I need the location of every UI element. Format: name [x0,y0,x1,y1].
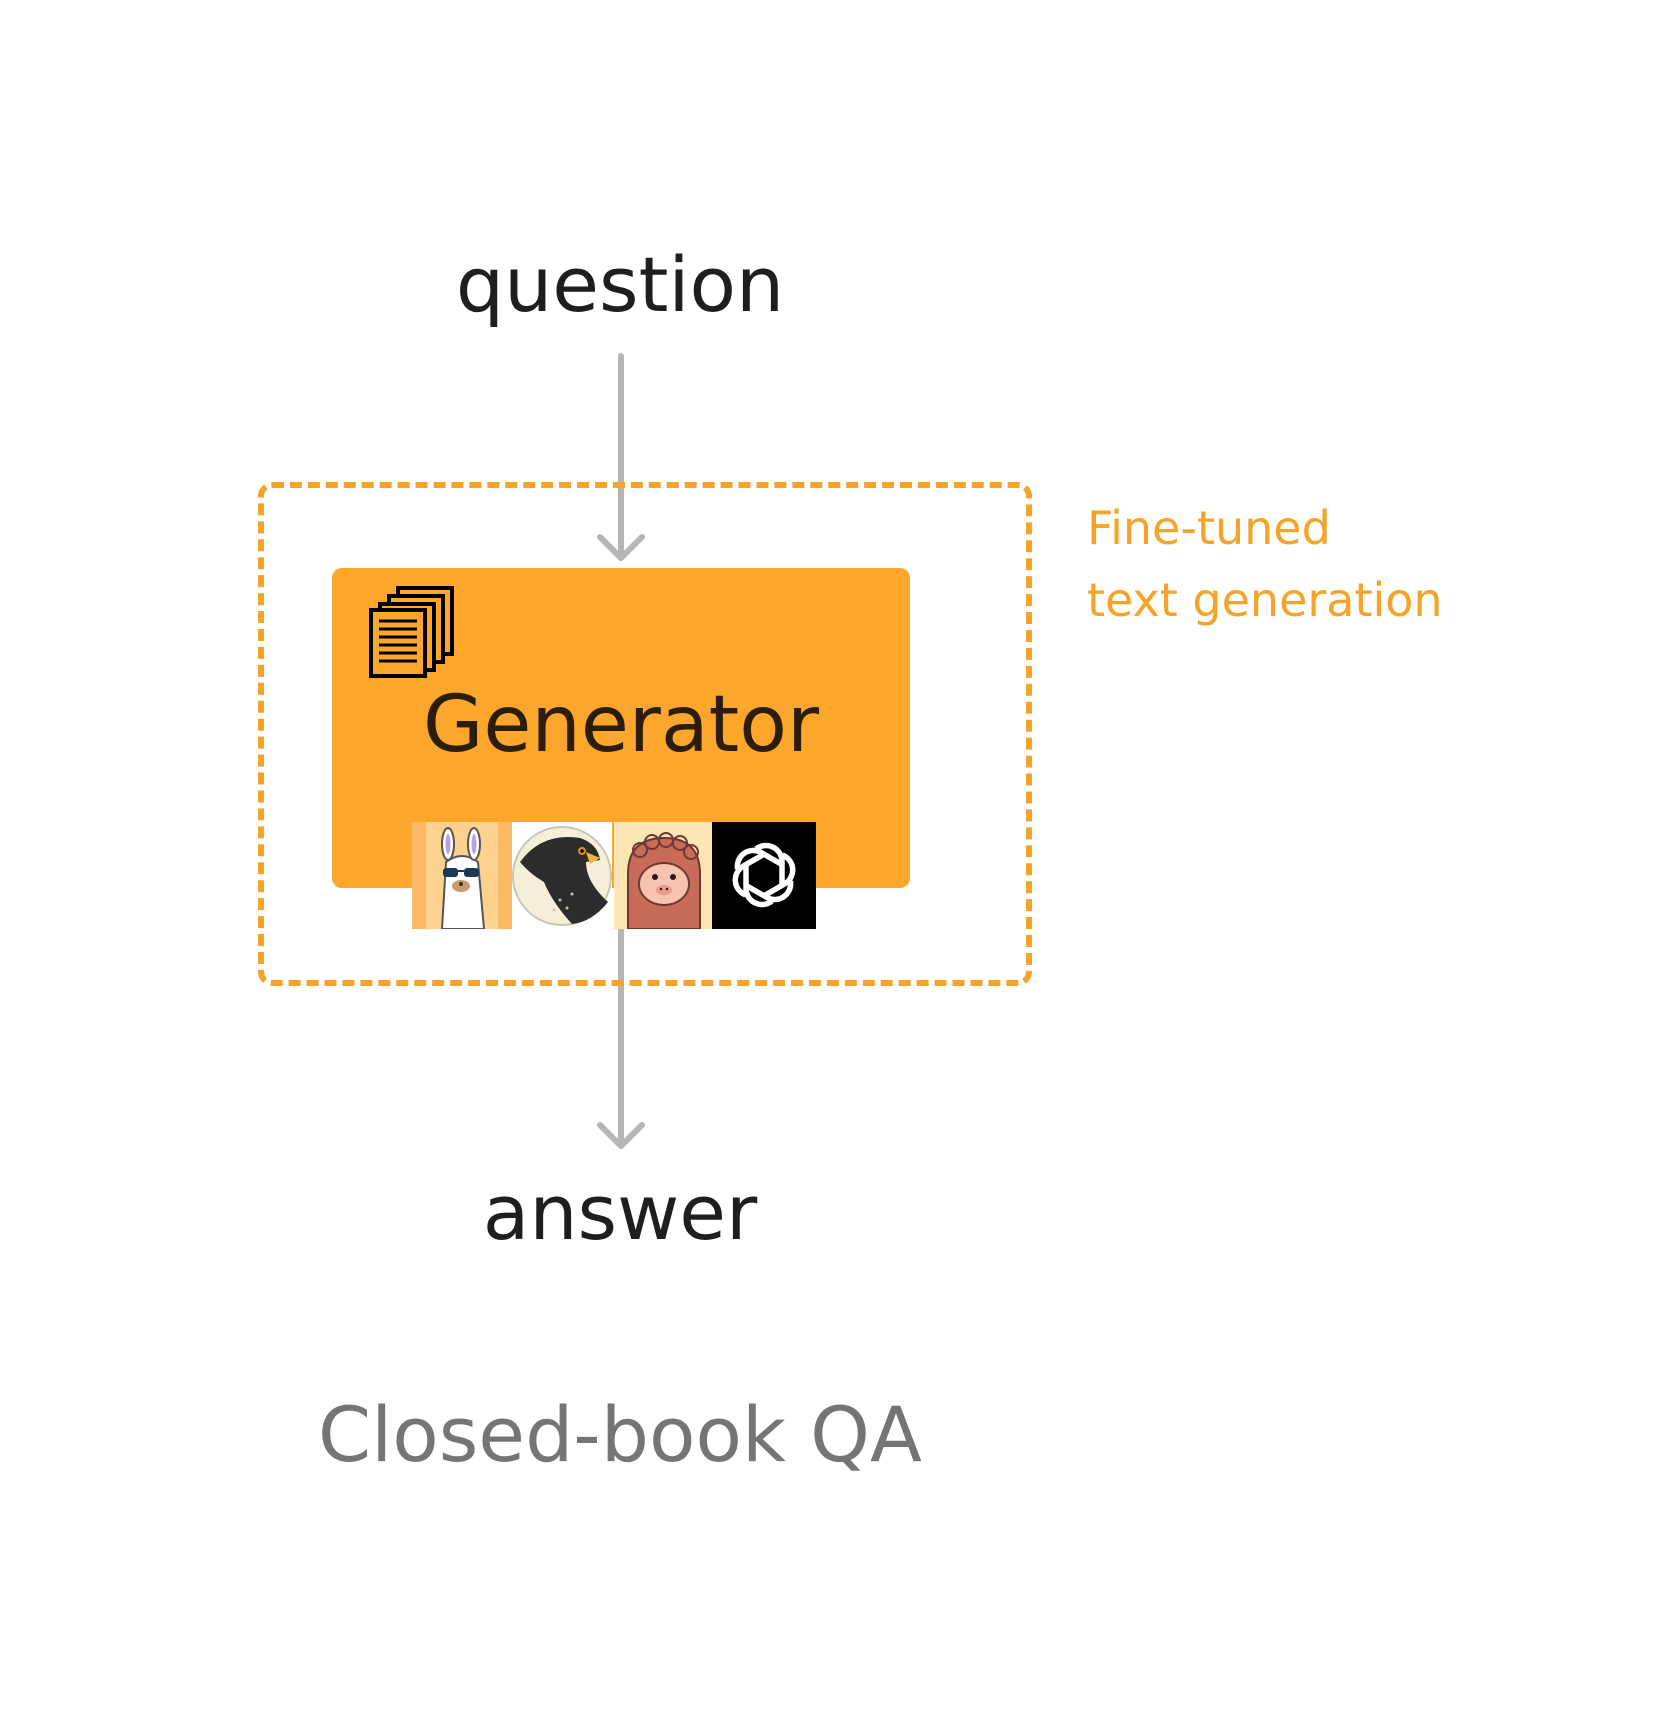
documents-icon [368,584,458,678]
fine-tuned-note: Fine-tuned text generation [1087,492,1443,636]
llama-logo [412,822,512,929]
fine-tuned-note-line-2: text generation [1087,573,1443,627]
generator-label: Generator [422,680,820,770]
fine-tuned-note-line-1: Fine-tuned [1087,501,1331,555]
fine-tuned-frame [258,482,1032,986]
arrow-head-bottom [597,1122,645,1149]
arrow-head-top [597,534,645,561]
question-label: question [455,240,785,329]
falcon-logo [512,822,612,929]
openai-logo [712,822,816,929]
alpaca-logo [614,822,714,929]
answer-label: answer [482,1168,758,1257]
diagram-caption: Closed-book QA [318,1390,922,1479]
